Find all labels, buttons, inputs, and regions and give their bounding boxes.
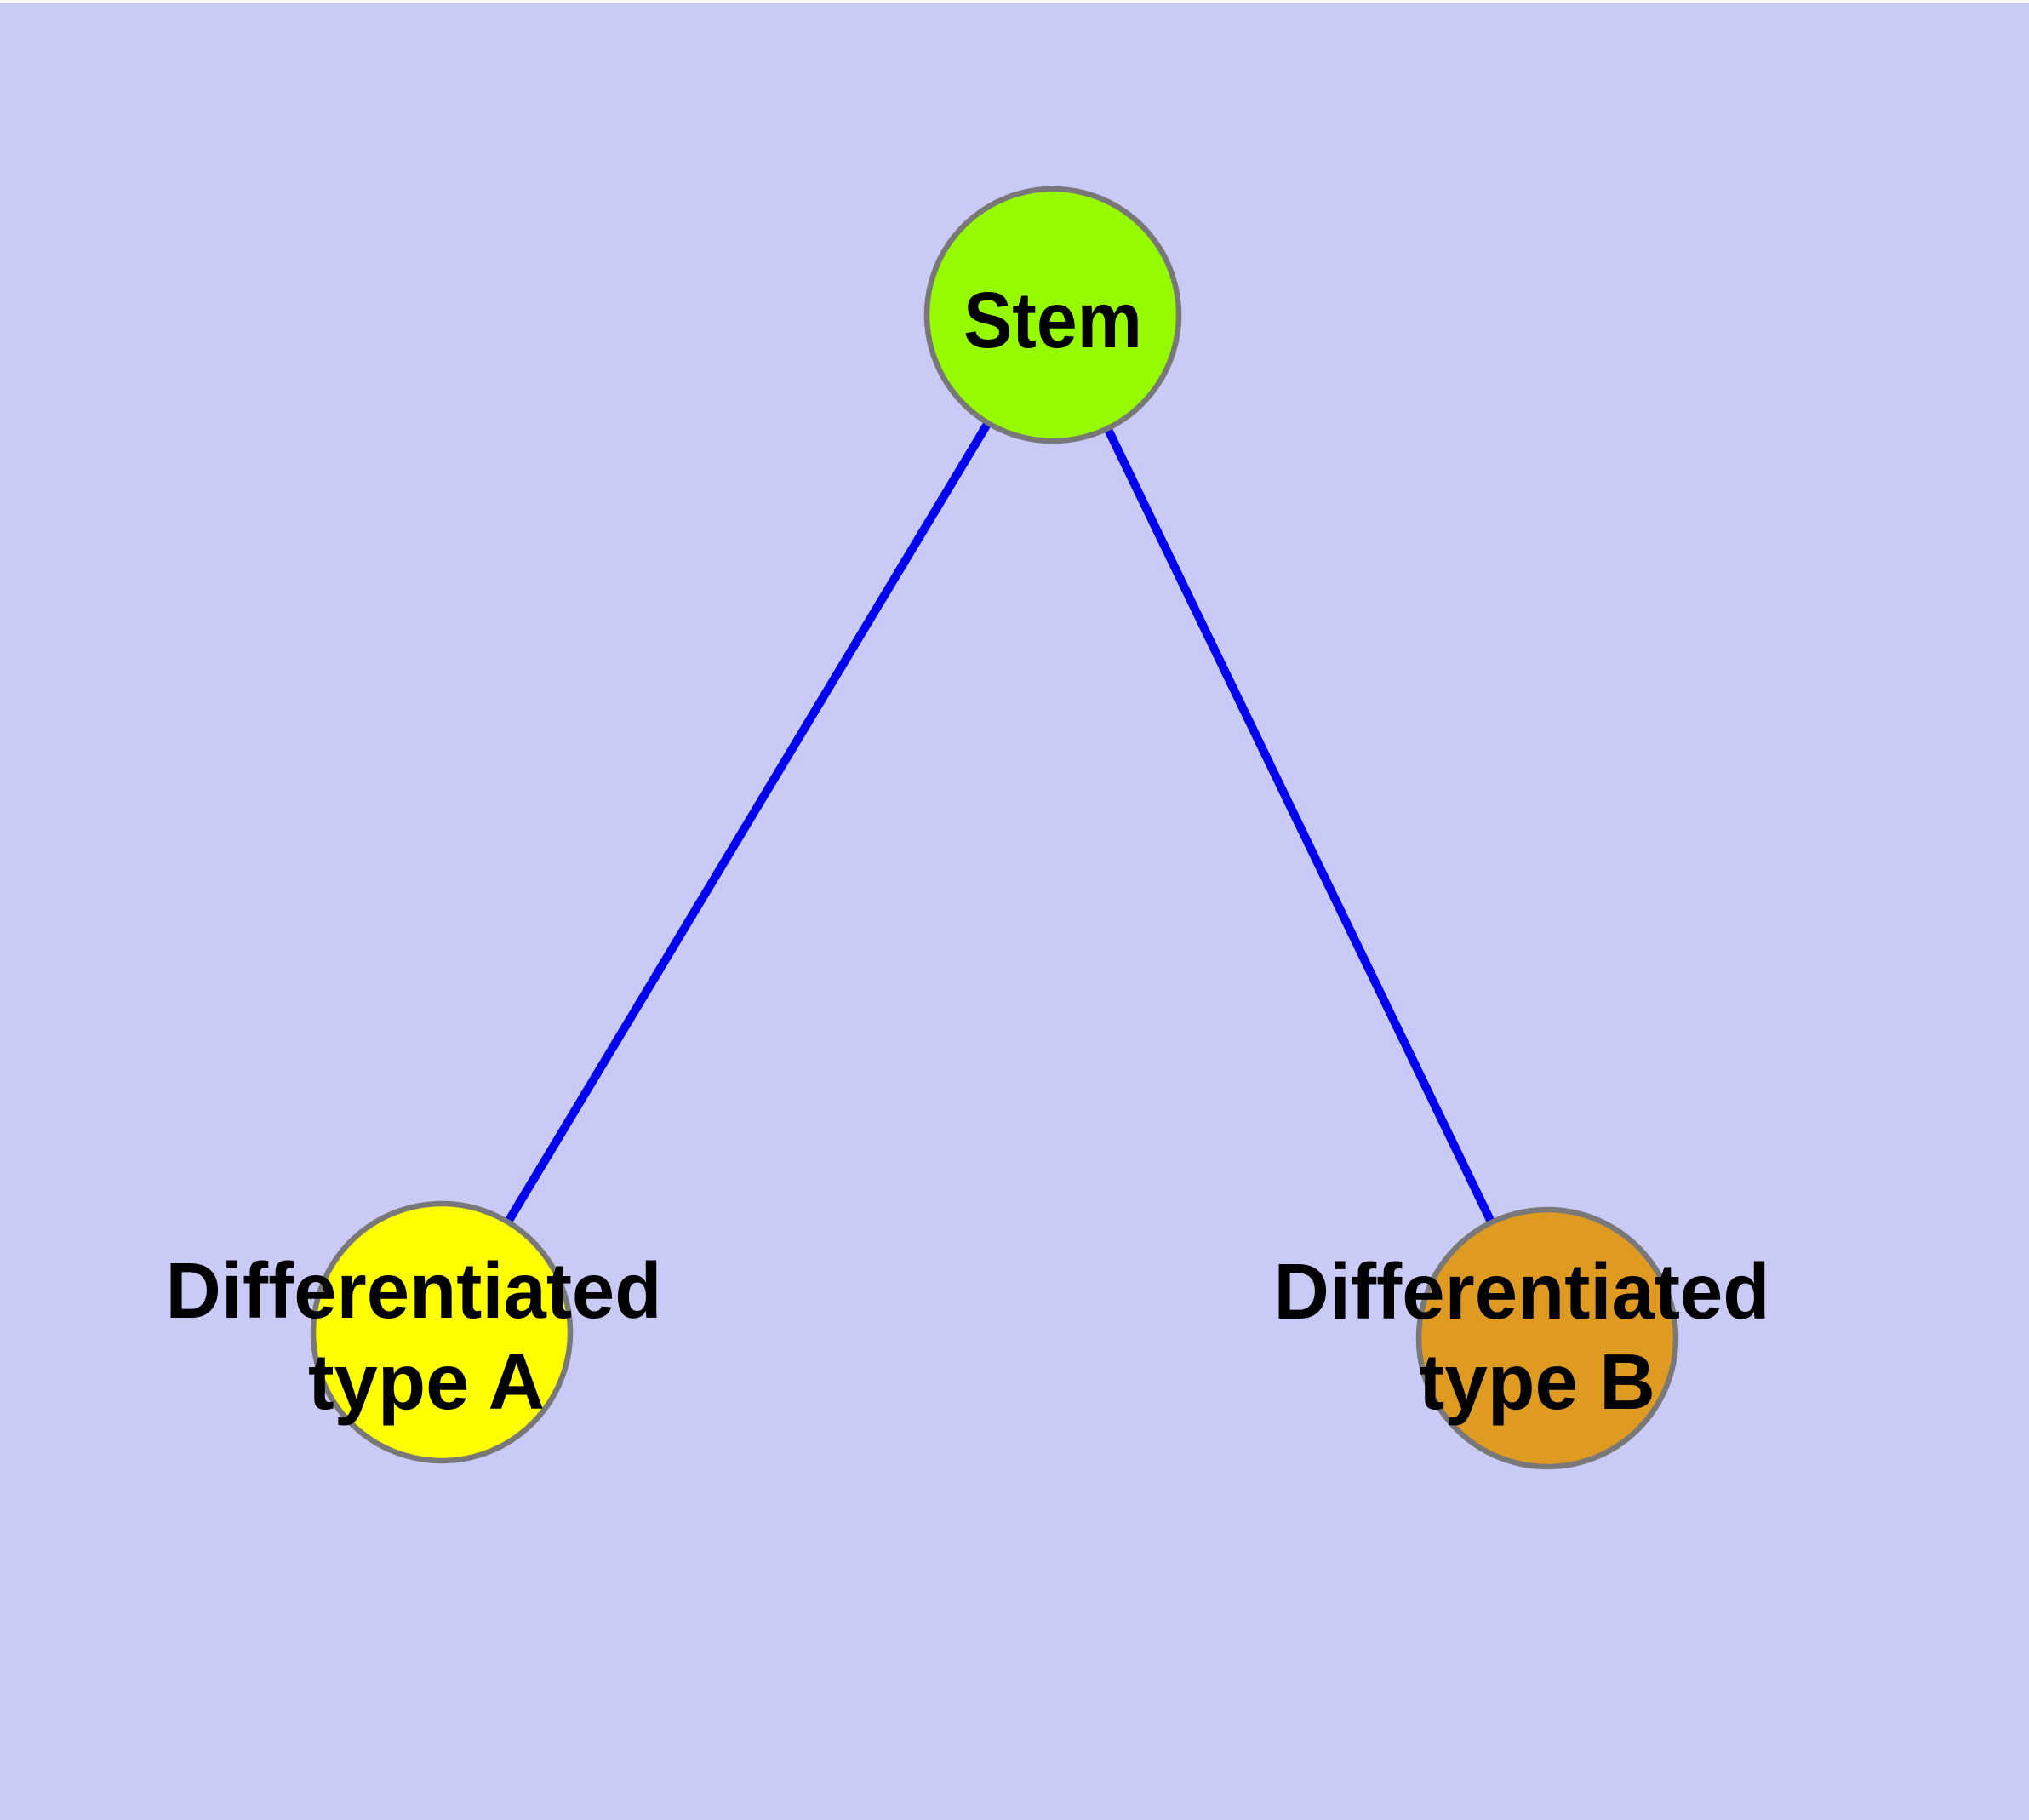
edge-stem-to-type-a [437,312,1057,1335]
edge-stem-to-type-b [1049,312,1552,1341]
node-differentiated-type-a [310,1200,574,1464]
type-a-node-label-line2: type A [308,1337,545,1426]
type-a-node-label-line1: Differentiated [166,1246,662,1335]
node-differentiated-type-b [1415,1206,1679,1470]
node-stem [923,186,1182,444]
type-b-node-label-line2: type B [1419,1337,1655,1426]
stem-node-label: Stem [963,276,1142,364]
type-b-node-label-line1: Differentiated [1274,1247,1770,1336]
